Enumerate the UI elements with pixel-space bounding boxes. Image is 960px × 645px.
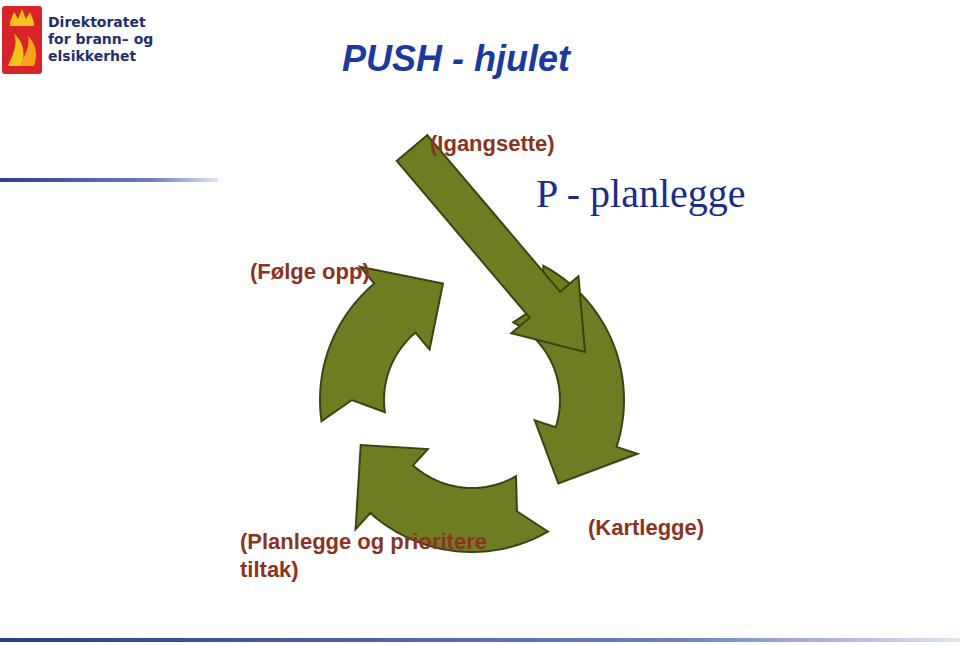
step-label: (Igangsette) [430, 130, 555, 158]
logo-shield [2, 6, 42, 74]
step-label: (Kartlegge) [588, 514, 704, 542]
cycle-arrow [320, 267, 443, 421]
entry-arrow [397, 135, 585, 352]
logo-text: Direktoratet for brann– og elsikkerhet [48, 14, 166, 65]
step-label: (Planlegge og prioritere tiltak) [240, 528, 490, 584]
step-label: (Følge opp) [250, 258, 370, 286]
title: PUSH - hjulet [342, 38, 570, 80]
rule-line [0, 638, 960, 642]
rule-line [0, 178, 218, 182]
phase-heading: P - planlegge [536, 170, 746, 217]
